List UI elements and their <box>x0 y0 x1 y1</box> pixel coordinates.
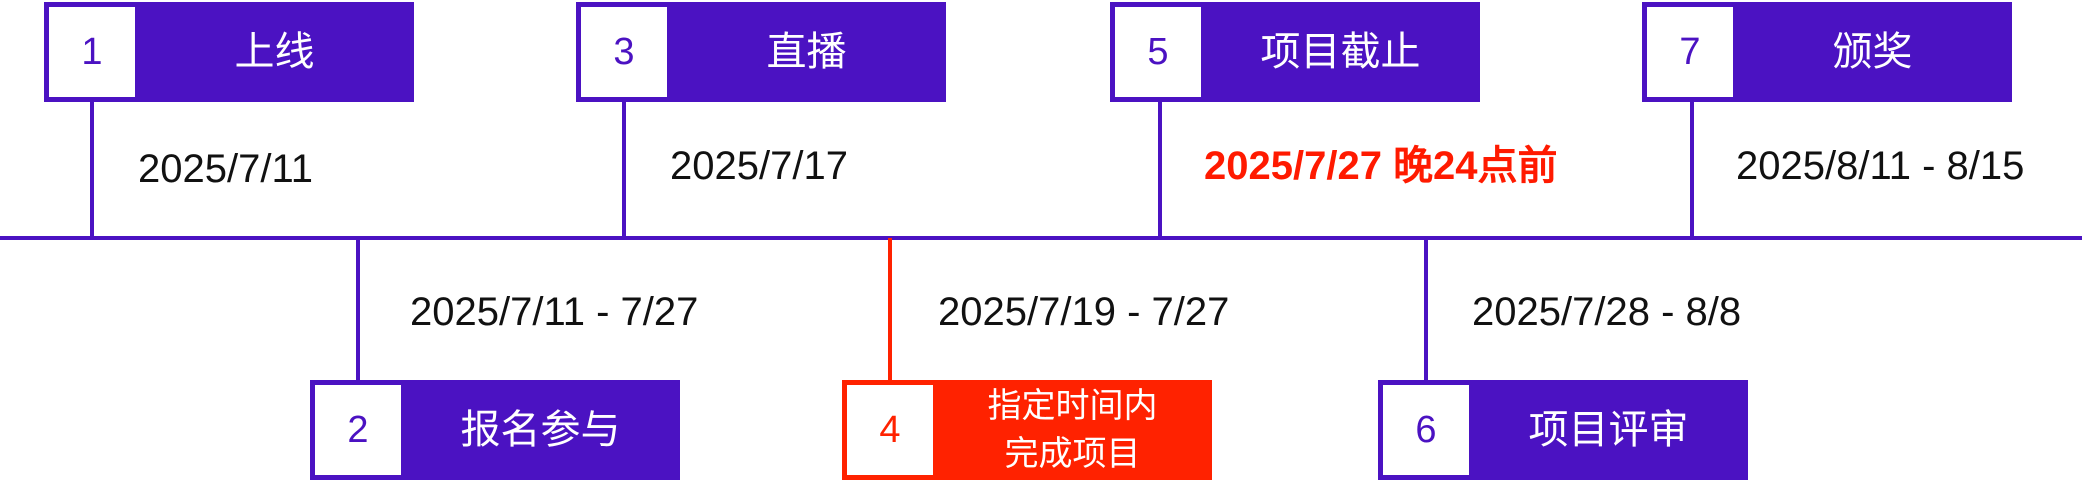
step-number: 1 <box>49 7 135 97</box>
timeline-connector-7 <box>1690 96 1694 238</box>
step-number: 3 <box>581 7 667 97</box>
timeline-step-5: 5 项目截止 <box>1110 2 1480 102</box>
timeline-step-1: 1 上线 <box>44 2 414 102</box>
step-date: 2025/7/28 - 8/8 <box>1472 290 1742 334</box>
step-label: 直播 <box>766 30 847 74</box>
timeline-connector-1 <box>90 96 94 238</box>
step-label: 报名参与 <box>460 408 621 452</box>
timeline-step-4: 4 指定时间内 完成项目 <box>842 380 1212 480</box>
timeline-step-7: 7 颁奖 <box>1642 2 2012 102</box>
step-number: 5 <box>1115 7 1201 97</box>
step-label: 上线 <box>234 30 315 74</box>
timeline-connector-3 <box>622 96 626 238</box>
timeline-connector-2 <box>356 238 360 384</box>
step-date: 2025/7/11 - 7/27 <box>410 290 699 334</box>
step-date: 2025/7/19 - 7/27 <box>938 290 1230 334</box>
step-date-deadline: 2025/7/27 晚24点前 <box>1204 144 1558 188</box>
timeline-connector-6 <box>1424 238 1428 384</box>
step-label: 项目评审 <box>1528 408 1689 452</box>
step-number: 2 <box>315 385 401 475</box>
timeline-connector-4 <box>888 238 892 384</box>
step-date: 2025/8/11 - 8/15 <box>1736 144 2025 188</box>
timeline-step-2: 2 报名参与 <box>310 380 680 480</box>
timeline-connector-5 <box>1158 96 1162 238</box>
timeline-step-3: 3 直播 <box>576 2 946 102</box>
step-label: 项目截止 <box>1260 30 1421 74</box>
step-label: 颁奖 <box>1832 30 1913 74</box>
step-label: 指定时间内 完成项目 <box>987 387 1158 473</box>
step-number: 7 <box>1647 7 1733 97</box>
timeline-axis <box>0 236 2082 240</box>
step-number: 4 <box>847 385 933 475</box>
step-date: 2025/7/11 <box>138 147 313 191</box>
step-date: 2025/7/17 <box>670 144 848 188</box>
step-number: 6 <box>1383 385 1469 475</box>
timeline-step-6: 6 项目评审 <box>1378 380 1748 480</box>
